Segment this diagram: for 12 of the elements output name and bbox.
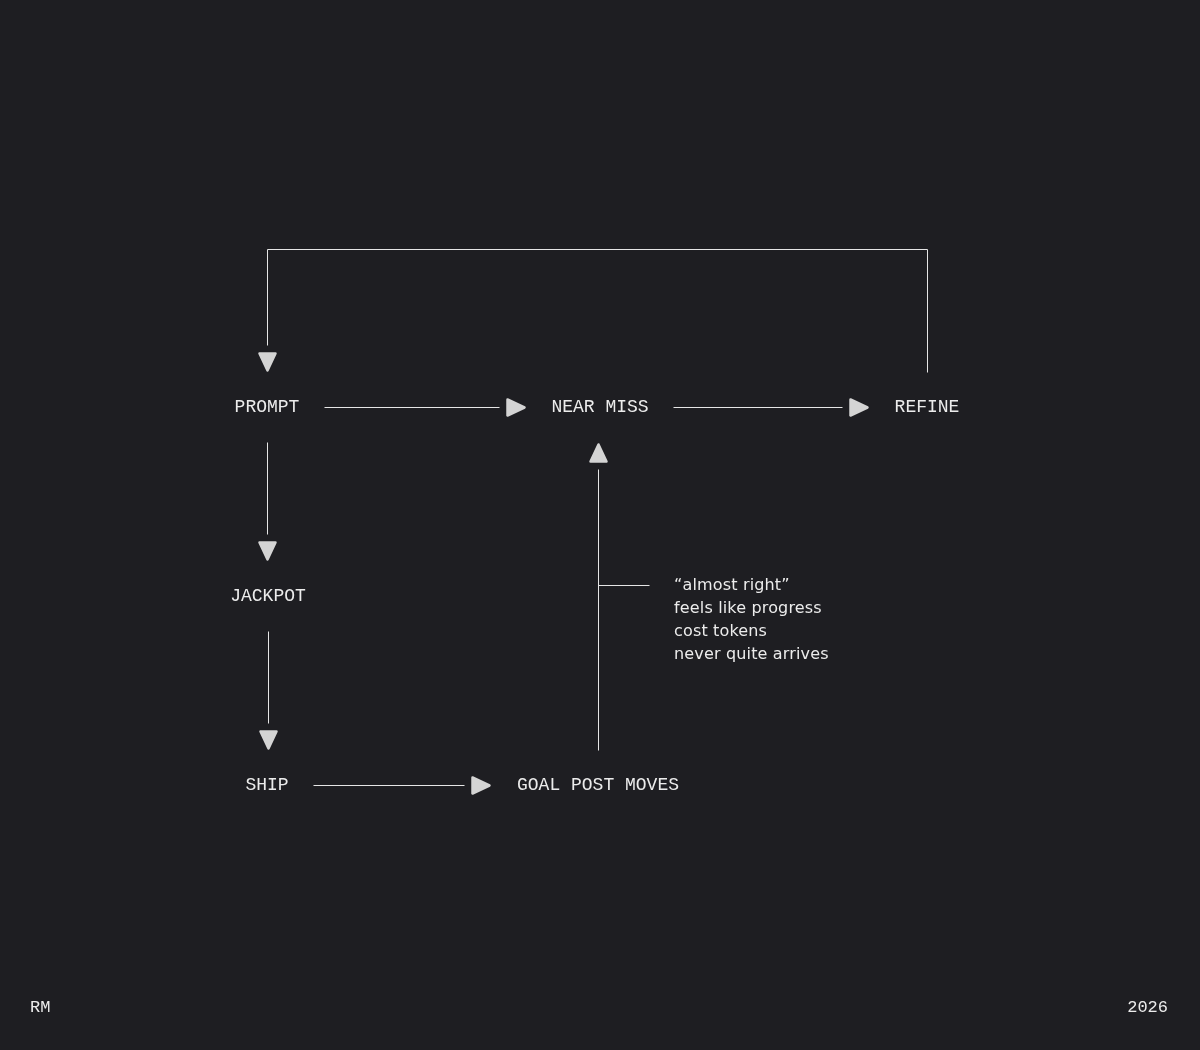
step-label: SHIP <box>245 775 289 795</box>
step-label: JACKPOT <box>230 586 306 606</box>
annotation-text: never quite arrives <box>674 643 829 665</box>
footer-text: 2026 <box>1127 998 1168 1018</box>
annotation-text: “almost right” <box>674 574 790 596</box>
annotation-text: cost tokens <box>674 620 768 642</box>
step-label: PROMPT <box>234 397 300 417</box>
footer-text: RM <box>30 998 51 1018</box>
step-label: NEAR MISS <box>551 397 649 417</box>
step-label: REFINE <box>894 397 960 417</box>
step-label: GOAL POST MOVES <box>517 775 679 795</box>
annotation-text: feels like progress <box>674 597 822 619</box>
